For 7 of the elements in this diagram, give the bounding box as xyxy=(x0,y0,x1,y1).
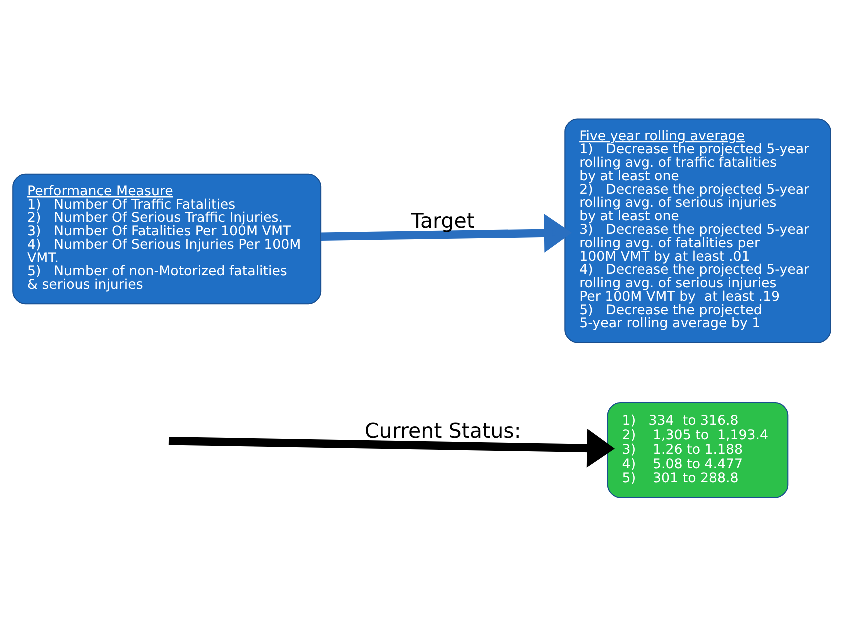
edge-label: Current Status: xyxy=(364,419,521,444)
arrow xyxy=(320,214,572,253)
arrow xyxy=(168,429,614,468)
node-box: Five year rolling average 1) Decrease the projected 5-year rolling avg. of traffic fatalities by at least one 2) Decrease the projected 5-year rolling avg. of serious injuries by at least one 3) Decrease the projected 5-year rolling avg. of fatalities per 100M VMT by at least .01 4) Decrease the projected 5-year rolling avg. of serious injuries Per 100M VMT by at least .19 5) Decrease the projected 5-year rolling average by 1 xyxy=(564,118,831,344)
node-box: Performance Measure 1) Number Of Traffic Fatalities 2) Number Of Serious Traffic Injuries. 3) Number Of Fatalities Per 100M VMT 4) Number Of Serious Injuries Per 100M VMT. 5) Number of non-Motorized fatalities & serious injuries xyxy=(12,174,322,305)
node-box: 1) 334 to 316.8 2) 1,305 to 1,193.4 3) 1.26 to 1.188 4) 5.08 to 4.477 5) 301 to 288.8 xyxy=(606,402,788,498)
edge-label: Target xyxy=(410,208,474,233)
